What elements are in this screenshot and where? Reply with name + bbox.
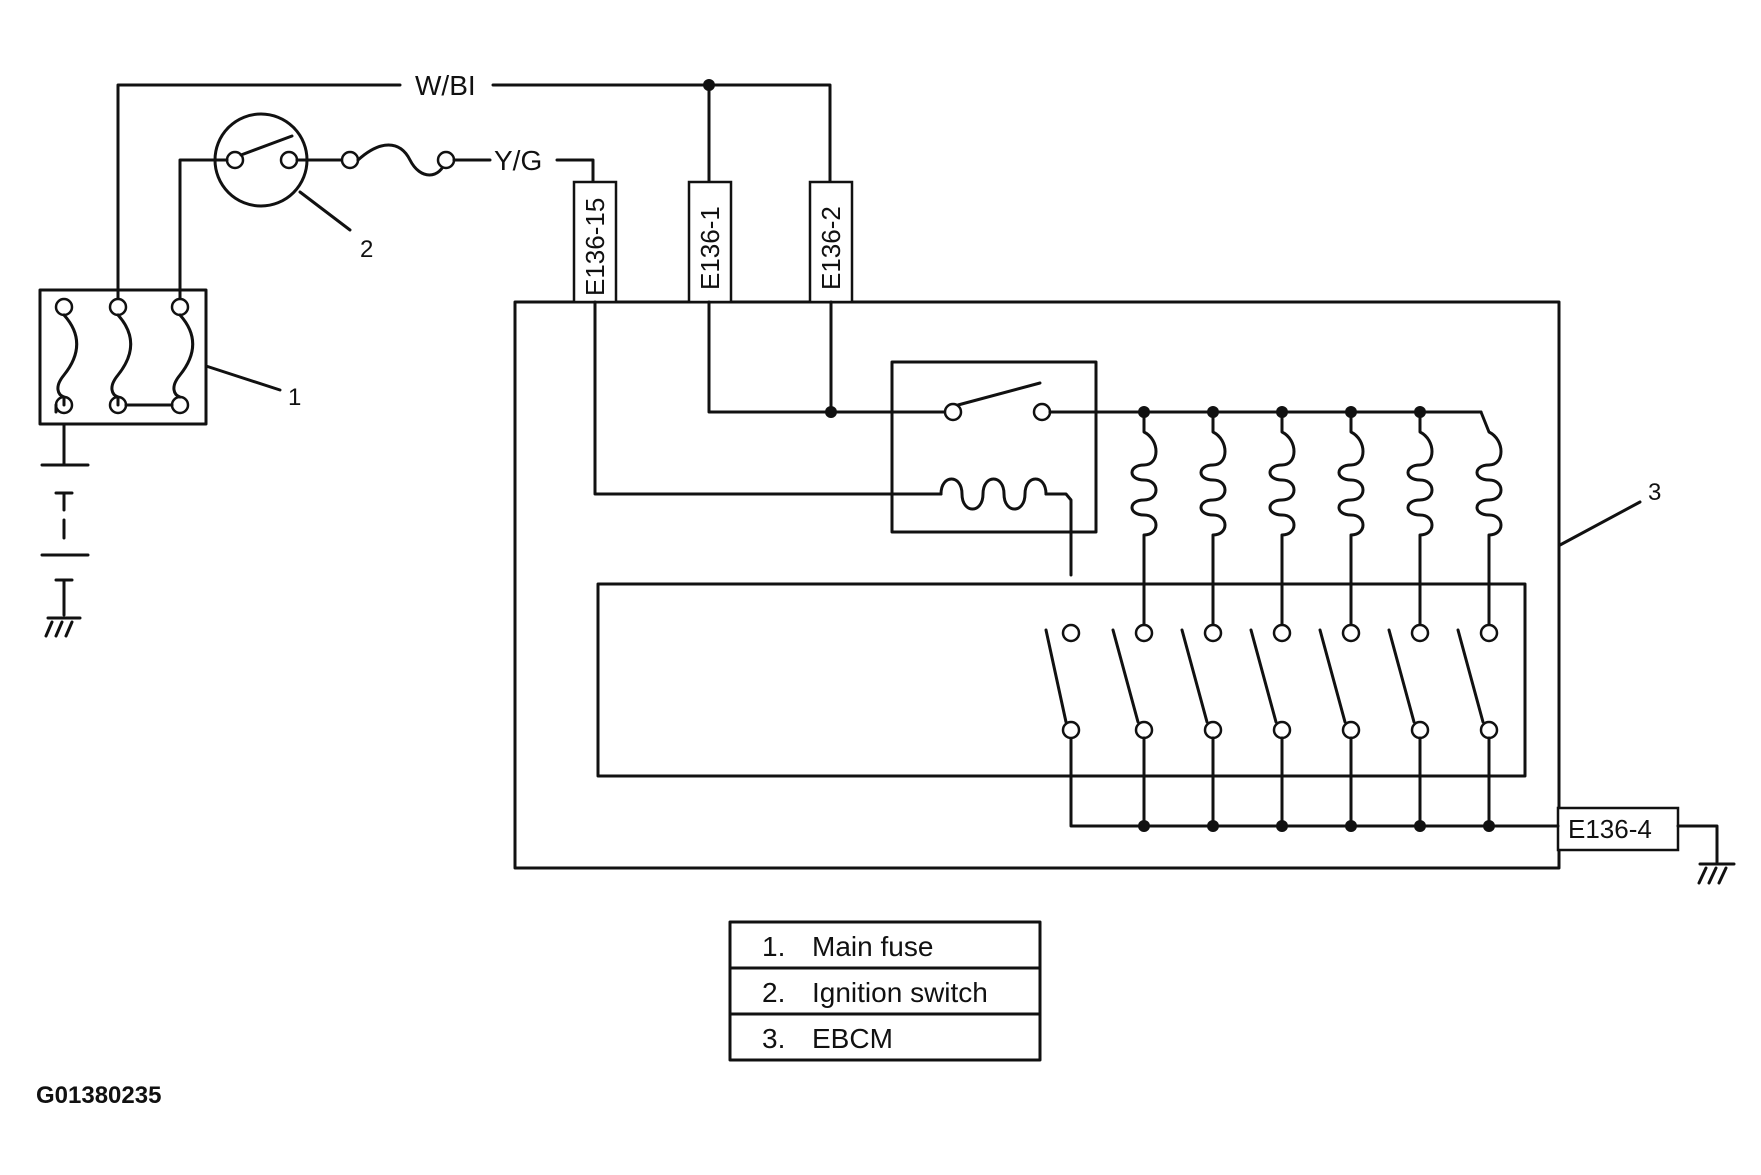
ground-icon — [44, 616, 82, 638]
legend-row-3-num: 3. — [762, 1023, 785, 1054]
svg-text:E136-15: E136-15 — [580, 198, 610, 296]
driver-switch-6 — [1387, 623, 1430, 828]
driver-switch-3 — [1180, 623, 1223, 828]
wbi-wire — [116, 79, 832, 300]
solenoid-valve-3 — [1268, 410, 1296, 627]
wbi-wire-label: W/BI — [415, 70, 476, 101]
solenoid-valve-2 — [1199, 410, 1227, 627]
chassis-ground-icon — [1697, 862, 1736, 885]
legend-row-1-num: 1. — [762, 931, 785, 962]
solenoid-valve-1 — [1130, 410, 1158, 627]
svg-text:E136-4: E136-4 — [1568, 814, 1652, 844]
svg-text:E136-1: E136-1 — [695, 206, 725, 290]
legend-table — [728, 920, 1042, 1062]
solenoid-valve-5 — [1406, 410, 1434, 627]
connector-e136-4: E136-4 — [1556, 806, 1680, 852]
ignition-output-label: Y/G — [494, 145, 542, 176]
connector-e136-1: E136-1 — [687, 180, 733, 304]
ignition-switch — [178, 112, 595, 300]
callout-3: 3 — [1648, 479, 1661, 506]
driver-switch-5 — [1318, 623, 1361, 828]
callout-1: 1 — [288, 384, 301, 411]
driver-switch-1 — [1044, 623, 1081, 740]
legend-row-2-num: 2. — [762, 977, 785, 1008]
solenoid-valve-6 — [1475, 410, 1503, 627]
callout-2: 2 — [360, 236, 373, 263]
connector-e136-2: E136-2 — [808, 180, 854, 304]
connector-e136-15: E136-15 — [572, 180, 618, 304]
svg-text:E136-2: E136-2 — [816, 206, 846, 290]
legend-row-2-label: Ignition switch — [812, 977, 988, 1008]
figure-code: G01380235 — [36, 1082, 161, 1109]
driver-switch-7 — [1456, 623, 1499, 828]
ebcm-box — [513, 300, 1561, 870]
driver-switch-4 — [1249, 623, 1292, 828]
solenoid-valve-4 — [1337, 410, 1365, 627]
battery-symbol — [40, 422, 90, 617]
main-fuse-box — [38, 288, 282, 426]
legend-row-3-label: EBCM — [812, 1023, 893, 1054]
legend-row-1-label: Main fuse — [812, 931, 933, 962]
driver-switch-2 — [1111, 623, 1154, 828]
ebcm-internal-wiring — [593, 300, 1719, 864]
